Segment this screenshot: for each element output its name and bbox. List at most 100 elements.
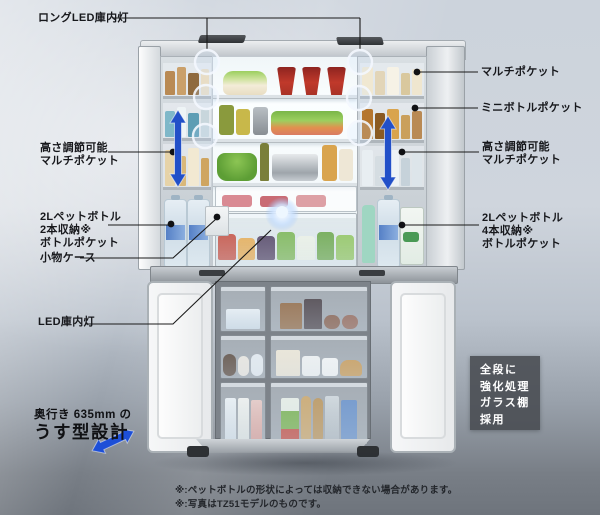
depth-feature: 奥行き 635mm の うす型設計 (34, 406, 132, 443)
food-item (400, 158, 410, 186)
food-item (165, 71, 176, 95)
food-item (375, 156, 386, 186)
bottle-label (379, 225, 398, 240)
food-item (362, 109, 374, 139)
glass-shelf (213, 95, 357, 99)
food-item (411, 69, 422, 95)
frozen-cup (223, 354, 236, 376)
frozen-patty (324, 315, 340, 329)
food-meat-pack (260, 196, 288, 207)
food-dessert-cup (327, 67, 346, 95)
food-item (165, 150, 176, 186)
food-pot (272, 154, 318, 181)
food-item (165, 111, 176, 137)
fridge-foot (357, 446, 379, 457)
multi-pocket-left-3 (163, 144, 211, 190)
callout-mini-bottle-pocket: ミニボトルポケット (481, 102, 583, 114)
drawer-front (221, 336, 265, 378)
callout-long-led-light: ロングLED庫内灯 (38, 12, 129, 24)
food-item (400, 73, 410, 95)
freezer-door-panel (400, 293, 446, 439)
food-meat-pack (296, 195, 326, 207)
multi-pocket-left-1 (163, 63, 211, 99)
drawer-front (271, 336, 367, 378)
frozen-pie (340, 360, 362, 376)
frozen-bread (276, 350, 300, 376)
fridge-door-left-edge (138, 46, 161, 270)
food-jar (339, 149, 353, 181)
food-item (177, 156, 187, 186)
frozen-bottle (250, 400, 262, 442)
frozen-tub (302, 356, 320, 376)
callout-height-adjust-left: 高さ調節可能 マルチポケット (40, 142, 120, 167)
vegetable (336, 235, 355, 260)
callout-led-light: LED庫内灯 (38, 316, 95, 328)
food-cake (223, 71, 267, 95)
food-item (200, 158, 209, 186)
frozen-cup (251, 354, 263, 376)
pet-bottle (377, 195, 400, 267)
carton-label (403, 232, 419, 242)
frozen-bottle (224, 398, 236, 442)
frozen-patty (342, 315, 358, 329)
footnote-1: ※:ペットボトルの形状によっては収納できない場合があります。 (175, 485, 458, 496)
door-hinge-right (336, 37, 384, 45)
callout-small-items-case: 小物ケース (40, 252, 96, 264)
food-item (387, 150, 399, 186)
drawer-front (221, 383, 265, 444)
kickplate (196, 439, 370, 453)
freezer-hinge-left (199, 270, 225, 276)
freezer-hinge-right (359, 270, 385, 276)
food-item (362, 150, 374, 186)
multi-pocket-right-2 (360, 146, 424, 190)
food-item (200, 69, 209, 95)
food-item (375, 113, 386, 139)
food-meat-pack (222, 195, 252, 207)
frozen-pack (341, 400, 357, 442)
freezer-column-left (220, 286, 266, 445)
callout-height-adjust-right: 高さ調節可能 マルチポケット (482, 141, 562, 166)
food-jar (322, 145, 337, 181)
drawer-rail (221, 383, 265, 387)
vegetable (296, 236, 315, 260)
freezer-compartment (215, 281, 371, 445)
food-item (387, 67, 399, 95)
freezer-door-left (147, 281, 213, 453)
food-item (411, 153, 422, 186)
freezer-drawer (270, 382, 368, 445)
drawer-front (271, 287, 367, 331)
food-platter (271, 111, 343, 135)
frozen-bottle (237, 398, 249, 442)
floor-shadow (150, 450, 460, 476)
fridge-door-right-edge (426, 46, 465, 270)
freezer-drawer (220, 335, 266, 379)
frozen-tub (322, 358, 338, 376)
green-bottle (362, 205, 375, 263)
glass-shelf-badge: 全段に 強化処理 ガラス棚 採用 (470, 356, 540, 430)
pet-bottle (164, 195, 187, 267)
juice-carton (281, 398, 299, 442)
food-oil-bottle (260, 143, 269, 181)
food-item (177, 107, 187, 137)
callout-bottle-pocket-right: 2Lペットボトル 4本収納※ ボトルポケット (482, 212, 564, 250)
food-dessert-cup (302, 67, 321, 95)
door-hinge-left (197, 35, 247, 43)
drawer-rail (271, 383, 367, 387)
mini-bottle-pocket-shelf (360, 103, 424, 143)
glass-shelf (213, 139, 357, 143)
footnotes: ※:ペットボトルの形状によっては収納できない場合があります。 ※:写真はTZ51… (175, 484, 458, 511)
food-item (400, 115, 410, 139)
baguette (313, 398, 323, 442)
drawer-rail (271, 287, 367, 291)
frozen-box (304, 299, 322, 329)
food-canister (253, 107, 268, 135)
multi-pocket-right-1 (360, 63, 424, 99)
depth-feature-line2: うす型設計 (34, 422, 129, 442)
food-jar (219, 105, 234, 135)
food-salad-bowl (217, 153, 257, 181)
freezer-door-panel (157, 293, 203, 439)
drawer-front (221, 287, 265, 331)
freezer-door-right (390, 281, 456, 453)
frozen-cup (237, 356, 250, 376)
food-item (188, 73, 199, 95)
